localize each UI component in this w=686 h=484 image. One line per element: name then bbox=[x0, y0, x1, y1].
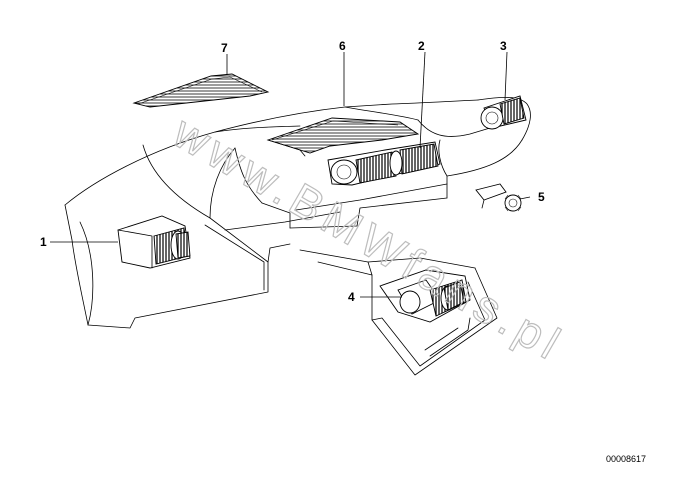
speaker-grille-7 bbox=[132, 73, 270, 108]
leader-lines bbox=[50, 51, 531, 298]
callout-7: 7 bbox=[221, 41, 228, 55]
dashboard-outline bbox=[64, 96, 531, 329]
console-vent-4 bbox=[379, 269, 471, 323]
speaker-grille-6 bbox=[266, 117, 420, 157]
drawing-number: 00008617 bbox=[606, 454, 646, 464]
callout-4: 4 bbox=[348, 290, 355, 304]
vent-knob-5 bbox=[475, 183, 522, 212]
callout-3: 3 bbox=[500, 39, 507, 53]
callout-2: 2 bbox=[418, 39, 425, 53]
center-vent-2 bbox=[327, 141, 441, 186]
left-vent-1 bbox=[117, 215, 191, 269]
right-vent-3 bbox=[480, 95, 527, 130]
center-console bbox=[299, 249, 498, 376]
callout-6: 6 bbox=[339, 39, 346, 53]
callouts: 1 2 3 4 5 6 7 bbox=[40, 39, 545, 304]
callout-1: 1 bbox=[40, 235, 47, 249]
callout-5: 5 bbox=[538, 190, 545, 204]
